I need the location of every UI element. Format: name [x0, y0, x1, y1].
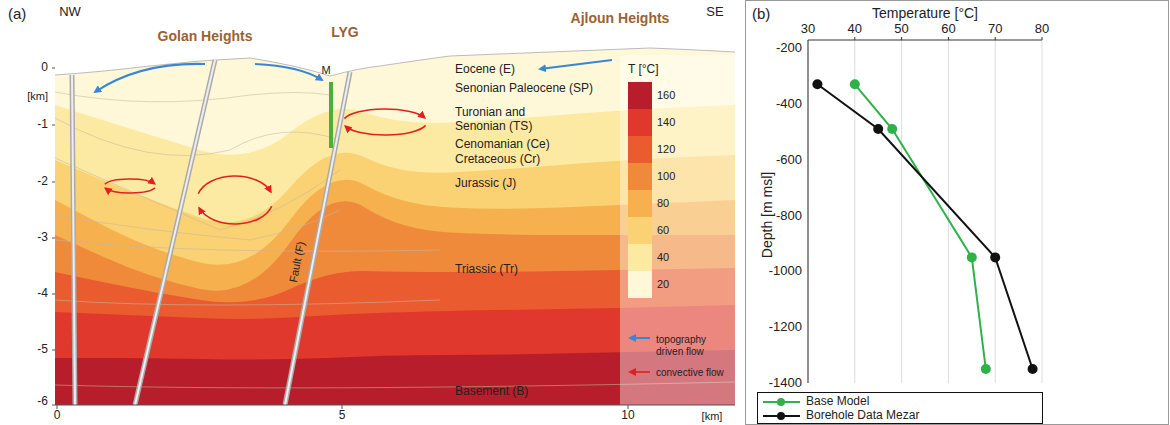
label: LYG	[331, 24, 359, 40]
label: Temperature [°C]	[872, 5, 978, 21]
colorbar-swatch	[628, 163, 652, 190]
label: Cenomanian (Ce)	[455, 138, 550, 152]
label: 10	[621, 409, 634, 423]
label: -2	[37, 175, 48, 189]
colorbar-tick: 160	[657, 89, 675, 102]
colorbar-tick: 80	[657, 197, 669, 210]
label: Cretaceous (Cr)	[455, 153, 540, 167]
colorbar-swatch	[628, 217, 652, 244]
colorbar-swatch	[628, 109, 652, 136]
label: -5	[37, 343, 48, 357]
label: (b)	[752, 5, 770, 22]
colorbar-tick: 20	[657, 278, 669, 291]
label: Eocene (E)	[455, 63, 515, 77]
label: [km]	[702, 410, 723, 423]
label: Depth [m msl]	[759, 172, 775, 258]
borehole	[329, 82, 333, 148]
chart-legend-box	[758, 393, 1043, 424]
label: Jurassic (J)	[455, 177, 516, 191]
chart-legend-samples	[763, 398, 800, 420]
label: 0	[41, 61, 48, 75]
label: Senonian Paleocene (SP)	[455, 82, 593, 96]
legend-text: topography driven flow	[656, 334, 736, 357]
chart-grid	[808, 40, 1042, 383]
topography-flow-arrows	[95, 60, 650, 338]
axis-ticks-a	[52, 68, 735, 409]
legend-text: Borehole Data Mezar	[806, 409, 919, 423]
label: 50	[894, 22, 908, 37]
faults	[72, 60, 350, 405]
label: -1200	[769, 320, 802, 335]
colorbar-tick: 140	[657, 116, 675, 129]
label: Turonian and Senonian (TS)	[455, 106, 565, 134]
legend-text: Base Model	[806, 395, 869, 409]
label: -800	[776, 208, 802, 223]
chart-axes	[808, 37, 1042, 383]
label: -1400	[769, 376, 802, 391]
label: -1000	[769, 264, 802, 279]
label: [km]	[27, 90, 48, 103]
colorbar-swatch	[628, 190, 652, 217]
colorbar-tick: 60	[657, 224, 669, 237]
label: -400	[776, 96, 802, 111]
label: -4	[37, 287, 48, 301]
label: M	[321, 64, 330, 77]
label: Ajloun Heights	[571, 10, 670, 26]
label: NW	[59, 5, 81, 20]
colorbar-swatch	[628, 82, 652, 109]
topography-sky	[55, 0, 735, 76]
colorbar-swatch	[628, 271, 652, 298]
colorbar-tick: 120	[657, 143, 675, 156]
label: 5	[339, 409, 346, 423]
label: 60	[941, 22, 955, 37]
label: SE	[706, 5, 723, 20]
label: 70	[988, 22, 1002, 37]
label: T [°C]	[628, 63, 659, 77]
label: -200	[776, 41, 802, 56]
label: -600	[776, 152, 802, 167]
label: -6	[37, 395, 48, 409]
label: Golan Heights	[158, 28, 253, 44]
temperature-bands	[55, 45, 735, 405]
label: -3	[37, 231, 48, 245]
label: 0	[54, 409, 61, 423]
colorbar-wash	[620, 55, 735, 405]
chart-frame	[746, 1, 1169, 425]
label: 40	[848, 22, 862, 37]
colorbar-tick: 100	[657, 170, 675, 183]
label: -1	[37, 118, 48, 132]
label: Basement (B)	[455, 385, 528, 399]
colorbar-tick: 40	[657, 251, 669, 264]
label: 80	[1035, 22, 1049, 37]
colorbar-swatch	[628, 244, 652, 271]
legend-text: convective flow	[656, 367, 724, 379]
label: Triassic (Tr)	[455, 263, 518, 277]
label: 30	[801, 22, 815, 37]
label: (a)	[8, 5, 26, 22]
borehole-series	[812, 79, 1037, 374]
colorbar-swatch	[628, 136, 652, 163]
convective-flow-arrows	[105, 109, 650, 372]
